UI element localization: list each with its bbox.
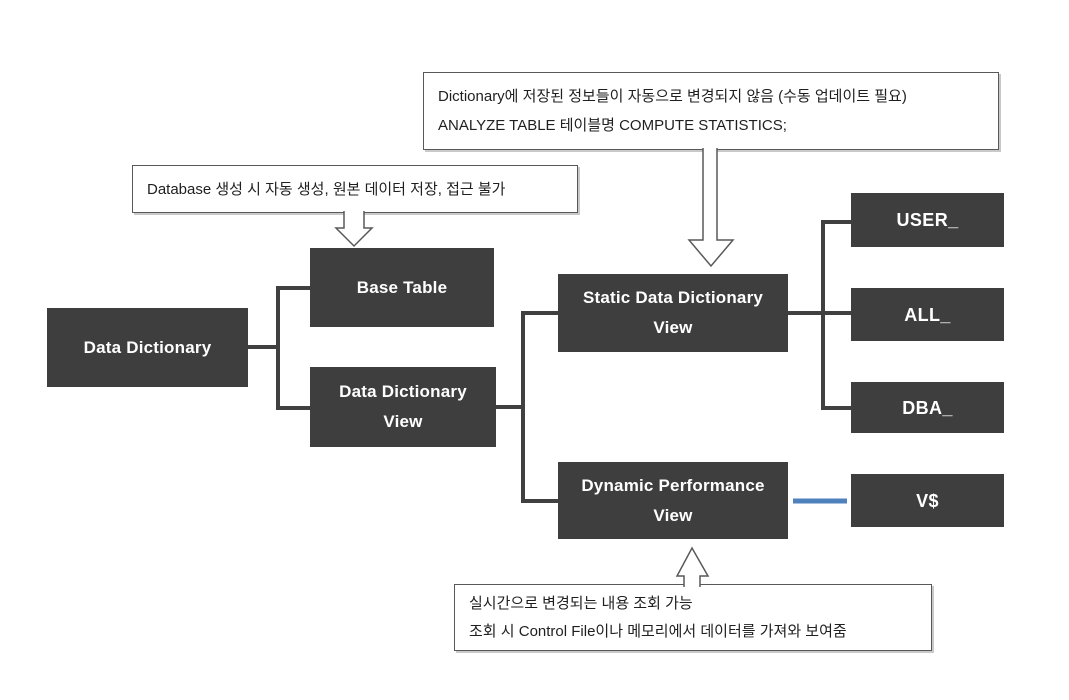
node-static-data-dictionary-view: Static Data Dictionary View	[558, 274, 788, 352]
annotation-line: Dictionary에 저장된 정보들이 자동으로 변경되지 않음 (수동 업데…	[438, 88, 907, 105]
node-label: V$	[916, 490, 939, 511]
node-all-prefix: ALL_	[851, 288, 1004, 341]
node-label: Dynamic Performance	[581, 475, 765, 495]
node-data-dictionary-view: Data Dictionary View	[310, 367, 496, 447]
annotation-bottom: 실시간으로 변경되는 내용 조회 가능 조회 시 Control File이나 …	[454, 584, 932, 651]
down-arrow-top-annotation	[687, 148, 735, 268]
node-label: Data Dictionary	[339, 382, 467, 401]
connector-dd-view-branch	[496, 311, 559, 503]
annotation-line: Database 생성 시 자동 생성, 원본 데이터 저장, 접근 불가	[147, 180, 506, 198]
connector-static-view-branch	[788, 220, 852, 410]
node-user-prefix: USER_	[851, 193, 1004, 247]
node-label: ALL_	[904, 304, 951, 325]
node-label: View	[383, 412, 423, 431]
connector-data-dictionary-branch	[248, 286, 311, 410]
down-arrow-left-annotation	[334, 211, 374, 248]
node-data-dictionary: Data Dictionary	[47, 308, 248, 387]
node-label: Base Table	[356, 277, 448, 297]
node-dba-prefix: DBA_	[851, 382, 1004, 433]
annotation-top: Dictionary에 저장된 정보들이 자동으로 변경되지 않음 (수동 업데…	[423, 72, 999, 150]
node-label: View	[653, 505, 693, 525]
up-arrow-bottom-annotation	[675, 546, 710, 587]
annotation-line: ANALYZE TABLE 테이블명 COMPUTE STATISTICS;	[438, 117, 787, 134]
node-base-table: Base Table	[310, 248, 494, 327]
annotation-line: 실시간으로 변경되는 내용 조회 가능	[469, 594, 693, 612]
node-label: Data Dictionary	[83, 337, 212, 357]
annotation-line: 조회 시 Control File이나 메모리에서 데이터를 가져와 보여줌	[469, 622, 847, 640]
node-dynamic-performance-view: Dynamic Performance View	[558, 462, 788, 539]
node-label: Static Data Dictionary	[582, 288, 764, 307]
annotation-left: Database 생성 시 자동 생성, 원본 데이터 저장, 접근 불가	[132, 165, 578, 213]
node-label: USER_	[896, 210, 959, 230]
node-v-dollar: V$	[851, 474, 1004, 527]
node-label: DBA_	[902, 397, 953, 418]
node-label: View	[653, 318, 693, 337]
